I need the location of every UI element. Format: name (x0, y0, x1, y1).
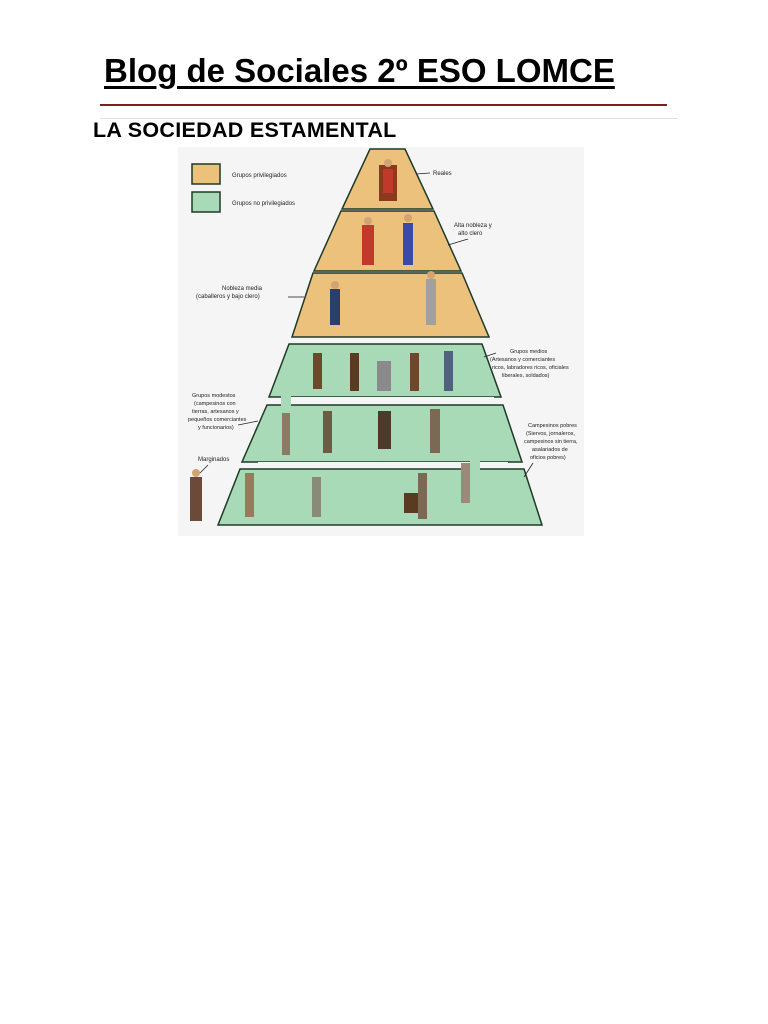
blog-title: Blog de Sociales 2º ESO LOMCE (104, 52, 615, 89)
arrow-kings (415, 172, 431, 175)
marginal-figure (190, 469, 202, 521)
passage-left (281, 395, 291, 407)
arrow-poor (523, 462, 534, 478)
label-rich-2: (Artesanos y comerciantes (490, 357, 555, 363)
label-poor-4: asalariados de (532, 447, 568, 453)
label-rich-4: liberales, soldados) (502, 373, 550, 379)
label-low-nobility-1: Nobleza media (222, 286, 263, 292)
high-noble-figures (362, 214, 413, 265)
label-high-nobility-2: alto clero (458, 231, 483, 237)
gap-mobility-2 (258, 462, 508, 469)
arrow-high-nobility (447, 238, 469, 246)
label-kings: Reales (433, 171, 452, 177)
gap-mobility-1 (284, 397, 494, 405)
label-rich-1: Grupos medios (510, 349, 548, 355)
modest-commoner-figures (282, 409, 440, 455)
label-modest-4: pequeños comerciantes (188, 417, 247, 423)
tier-low-nobility (290, 272, 491, 338)
label-low-nobility-2: (caballeros y bajo clero) (196, 294, 260, 300)
header-divider (100, 104, 667, 106)
rich-commoner-figures (313, 351, 453, 391)
tier-high-nobility (312, 210, 463, 272)
label-poor-2: (Siervos, jornaleros, (526, 431, 575, 437)
legend-label-privileged: Grupos privilegiados (232, 173, 287, 179)
label-modest-3: tierras, artesanos y (192, 409, 239, 415)
arrow-modest (237, 420, 259, 426)
passage-right (470, 460, 480, 472)
section-title: LA SOCIEDAD ESTAMENTAL (93, 118, 397, 142)
label-modest-5: y funcionarios) (198, 425, 234, 431)
legend-swatch-non-privileged (191, 191, 221, 213)
arrow-marginal (199, 464, 209, 474)
tier-poor-peasants (216, 468, 544, 526)
legend-swatch-privileged (191, 163, 221, 185)
label-modest-2: (campesinos con (194, 401, 236, 407)
king-figure (379, 159, 397, 201)
label-rich-3: ricos, labradores ricos, oficiales (492, 365, 569, 371)
estates-pyramid: Grupos privilegiados Grupos no privilegi… (188, 148, 578, 526)
label-modest-1: Grupos modestos (192, 393, 236, 399)
poor-peasant-figures (245, 463, 470, 519)
arrow-rich (483, 352, 497, 358)
label-poor-3: campesinos sin tierra, (524, 439, 578, 445)
label-marginal: Marginados (198, 457, 229, 463)
legend-label-non-privileged: Grupos no privilegiados (232, 201, 295, 207)
low-noble-figures (330, 271, 436, 325)
label-poor-1: Campesinos pobres (528, 423, 577, 429)
header-divider-thin (100, 118, 678, 119)
label-poor-5: oficios pobres) (530, 455, 566, 461)
label-high-nobility-1: Alta nobleza y (454, 223, 492, 229)
estates-pyramid-figure: Grupos privilegiados Grupos no privilegi… (178, 147, 584, 536)
